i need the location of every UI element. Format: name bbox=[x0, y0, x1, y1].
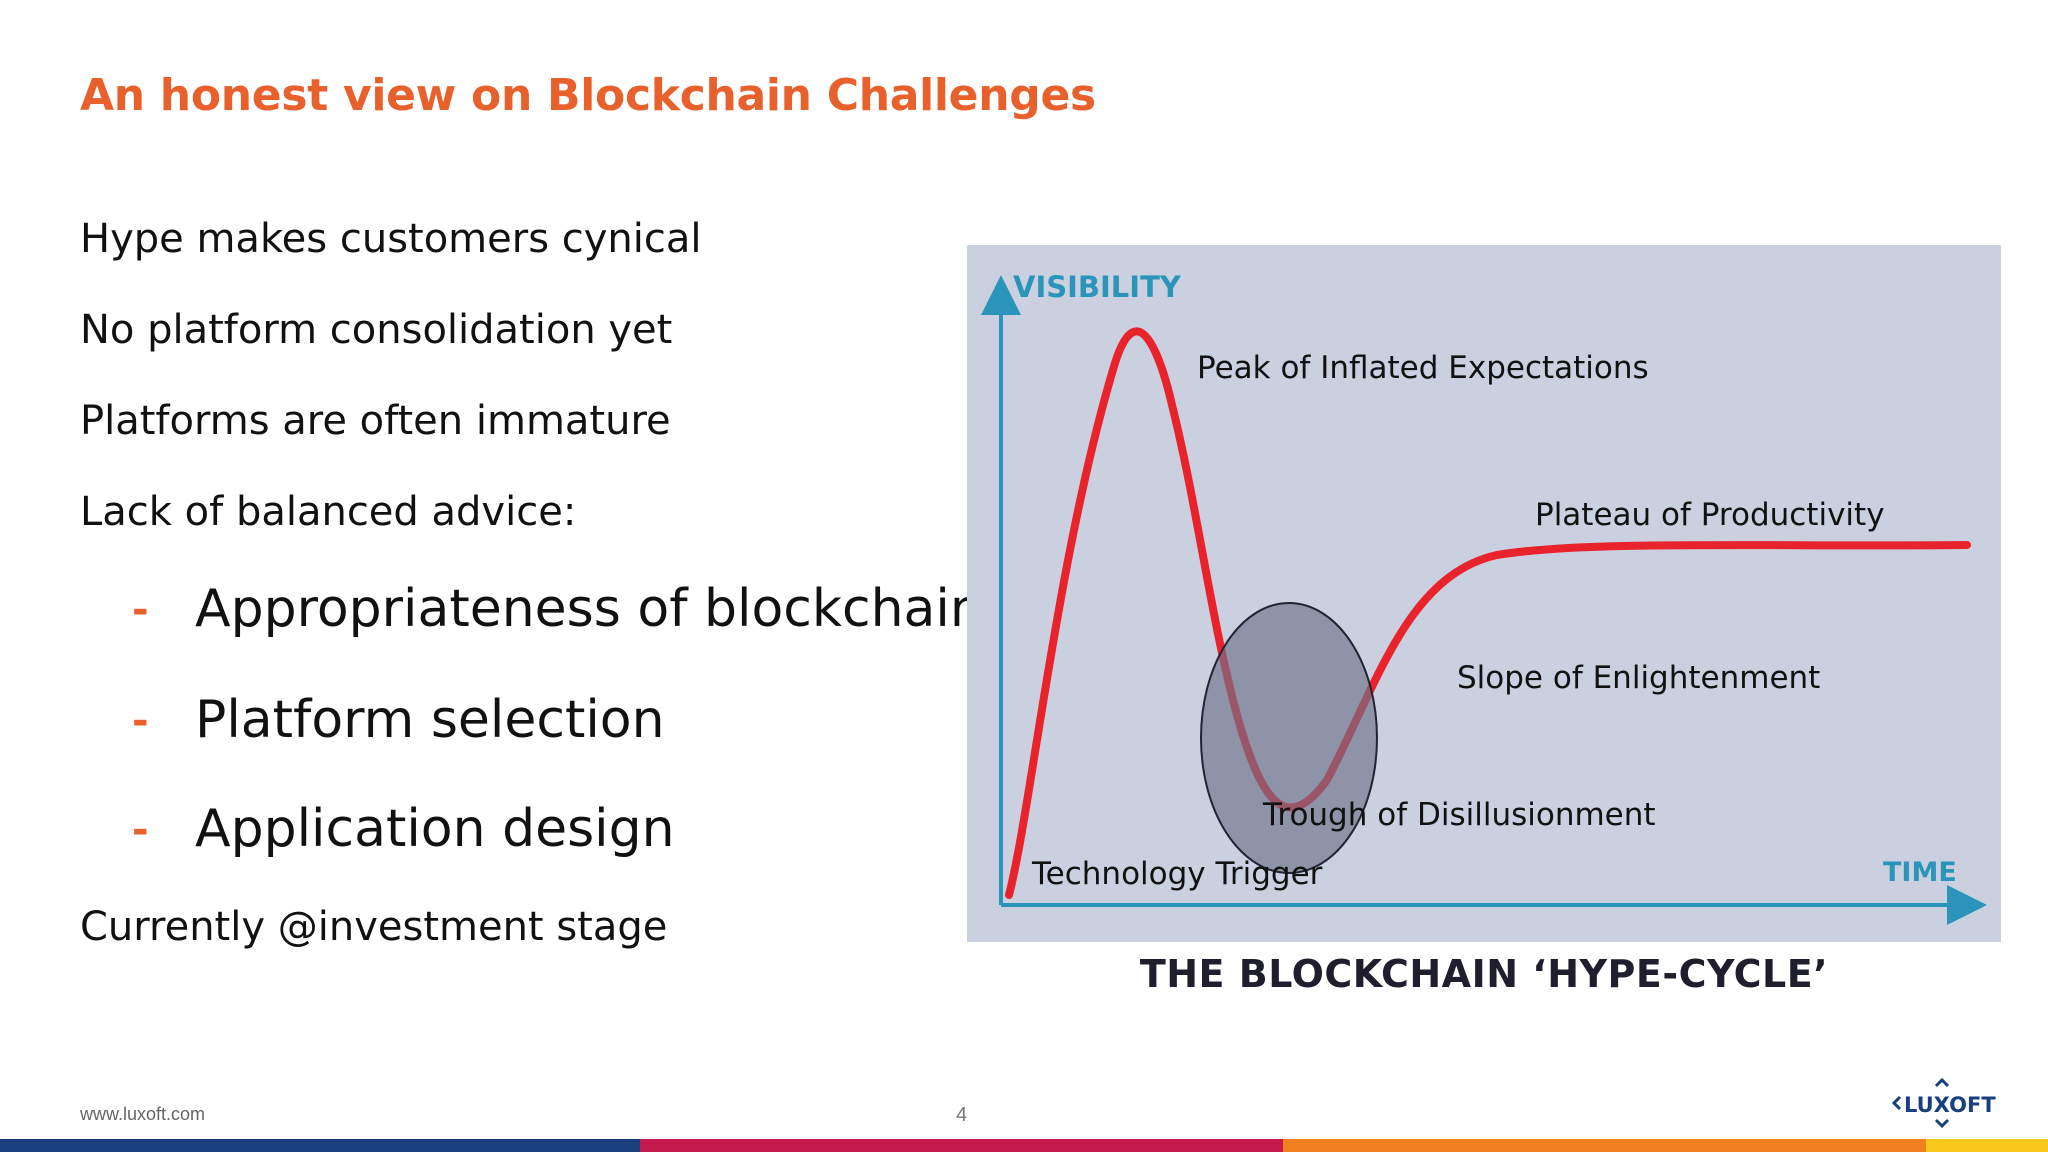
footer-bar-yellow bbox=[1926, 1139, 2048, 1152]
page-number: 4 bbox=[956, 1104, 968, 1126]
footer-bar-orange bbox=[1283, 1139, 1926, 1152]
bullet-list: Hype makes customers cynical No platform… bbox=[80, 0, 983, 1000]
footer-url: www.luxoft.com bbox=[80, 1104, 206, 1124]
phase-label-trough: Trough of Disillusionment bbox=[1262, 797, 1656, 833]
logo-down-chevron-icon bbox=[1934, 1118, 1950, 1129]
hype-cycle-diagram: VISIBILITY TIME Peak of Inflated Expecta… bbox=[967, 245, 2001, 942]
phase-label-trigger: Technology Trigger bbox=[1031, 856, 1323, 892]
bullet-hype: Hype makes customers cynical bbox=[80, 216, 702, 262]
footer-bar-red bbox=[640, 1139, 1283, 1152]
bullet-consolidation: No platform consolidation yet bbox=[80, 307, 673, 353]
diagram-background bbox=[967, 245, 2001, 942]
sub-bullet-appropriateness: Appropriateness of blockchain bbox=[195, 579, 983, 639]
logo-left-chevron-icon bbox=[1892, 1095, 1902, 1111]
bullet-advice: Lack of balanced advice: bbox=[80, 489, 577, 535]
logo-wordmark: LUXOFT bbox=[1904, 1093, 1996, 1117]
sub-bullet-application-design: Application design bbox=[195, 799, 675, 859]
phase-label-plateau: Plateau of Productivity bbox=[1535, 497, 1885, 533]
logo-up-chevron-icon bbox=[1934, 1078, 1950, 1088]
footer-bar-blue bbox=[0, 1139, 640, 1152]
sub-bullet-marker: - bbox=[132, 587, 149, 633]
phase-label-peak: Peak of Inflated Expectations bbox=[1197, 350, 1649, 386]
phase-label-slope: Slope of Enlightenment bbox=[1457, 660, 1820, 696]
diagram-caption: THE BLOCKCHAIN ‘HYPE-CYCLE’ bbox=[1139, 952, 1829, 996]
x-axis-label: TIME bbox=[1883, 857, 1957, 888]
bullet-immature: Platforms are often immature bbox=[80, 398, 671, 444]
slide-title: An honest view on Blockchain Challenges bbox=[80, 70, 1096, 121]
luxoft-logo: LUXOFT bbox=[1892, 1078, 1996, 1129]
sub-bullet-marker: - bbox=[132, 807, 149, 853]
bullet-investment-stage: Currently @investment stage bbox=[80, 904, 668, 950]
sub-bullet-marker: - bbox=[132, 698, 149, 744]
highlight-ellipse bbox=[1200, 602, 1378, 874]
sub-bullet-platform-selection: Platform selection bbox=[195, 690, 665, 750]
y-axis-label: VISIBILITY bbox=[1013, 270, 1182, 304]
